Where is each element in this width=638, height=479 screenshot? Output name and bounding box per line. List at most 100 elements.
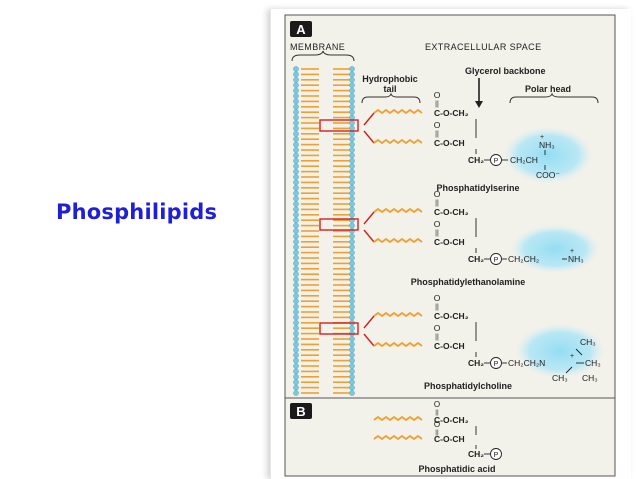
membrane-head-bead	[293, 282, 299, 288]
membrane-head-bead	[293, 287, 299, 294]
membrane-head-bead	[349, 93, 355, 99]
molecule-phosphatidylserine: O || C-O-CH₂ O || C-O-CH CH₂ P + NH₃ CH₂…	[363, 90, 592, 193]
double-bond-1b: ||	[435, 131, 439, 138]
double-bond-3b: ||	[435, 334, 439, 341]
membrane-head-bead	[349, 136, 355, 142]
membrane-head-bead	[349, 82, 355, 88]
membrane-head-bead	[293, 276, 299, 283]
membrane-head-bead	[349, 292, 355, 299]
polar-head-glow-serine	[504, 127, 592, 183]
fatty-acid-tail-3b	[373, 341, 423, 348]
membrane-head-bead	[293, 201, 299, 207]
membrane-head-bead	[349, 271, 355, 278]
choline-bond-down	[565, 366, 573, 374]
phosphate-icon-4	[490, 448, 502, 460]
membrane-head-bead	[349, 233, 355, 240]
membrane-head-bead	[293, 352, 299, 359]
membrane-head-bead	[349, 287, 355, 294]
phosphate-icon-2	[490, 253, 502, 265]
glycerol-arrow-head	[475, 101, 483, 108]
membrane-head-bead	[293, 184, 299, 191]
membrane-head-bead	[293, 141, 299, 148]
membrane-head-bead	[349, 179, 355, 186]
panel-a-badge-label: A	[296, 22, 306, 37]
membrane-head-bead	[349, 282, 355, 288]
fatty-acid-tail-1a	[373, 108, 423, 115]
membrane-head-bead	[293, 292, 299, 299]
membrane-head-bead	[293, 152, 299, 159]
fatty-acid-tail-4a	[373, 415, 423, 422]
double-bond-3a: ||	[435, 304, 439, 311]
ester-mid-1: C-O-CH	[434, 138, 465, 148]
membrane-head-bead	[293, 77, 299, 83]
membrane-head-bead	[293, 163, 299, 169]
membrane-head-bead	[293, 271, 299, 278]
double-bond-4a: ||	[435, 409, 439, 416]
panel-b-frame	[284, 397, 616, 477]
membrane-head-bead	[293, 314, 299, 321]
membrane-head-bead	[293, 131, 299, 137]
membrane-head-bead	[293, 390, 299, 396]
membrane-head-bead	[293, 265, 299, 272]
membrane-head-bead	[293, 233, 299, 240]
molecule-phosphatidylcholine: O || C-O-CH₂ O || C-O-CH CH₂ P CH₃ CH₂CH…	[363, 293, 604, 391]
membrane-head-bead	[349, 77, 355, 83]
double-bond-2a: ||	[435, 200, 439, 207]
membrane-head-bead	[349, 303, 355, 310]
fatty-acid-tail-2a	[373, 207, 423, 214]
phosphate-symbol-4: P	[494, 452, 499, 459]
fatty-acid-tail-2b	[373, 237, 423, 244]
membrane-head-bead	[349, 238, 355, 245]
membrane-head-bead	[349, 190, 355, 196]
slide-title: Phosphilipids	[56, 200, 218, 224]
membrane-head-bead	[349, 152, 355, 159]
molecule-name-phosphatidylcholine: Phosphatidylcholine	[424, 381, 512, 391]
membrane-head-bead	[349, 147, 355, 153]
membrane-head-bead	[293, 363, 299, 369]
membrane-head-bead	[293, 303, 299, 310]
carbonyl-o-1a: O	[434, 90, 441, 100]
membrane-head-bead	[293, 368, 299, 375]
membrane-head-bead	[293, 249, 299, 256]
hydrophobic-tail-label-line2: tail	[383, 84, 396, 94]
molecule-name-phosphatidylserine: Phosphatidylserine	[436, 183, 519, 193]
membrane-head-bead	[349, 168, 355, 175]
carbonyl-o-2b: O	[434, 219, 441, 229]
membrane-head-bead	[349, 66, 355, 72]
panel-b-badge	[290, 403, 312, 419]
membrane-head-bead	[293, 298, 299, 305]
membrane-head-bead	[349, 184, 355, 191]
membrane-head-bead	[293, 206, 299, 213]
molecule-phosphatidic-acid: O || C-O-CH₂ O || C-O-CH CH₂ P Phosphati…	[373, 400, 502, 474]
membrane-head-bead	[349, 201, 355, 207]
carbonyl-o-1b: O	[434, 120, 441, 130]
membrane-head-bead	[293, 228, 299, 234]
membrane-head-bead	[349, 352, 355, 359]
membrane-head-bead	[349, 390, 355, 396]
double-bond-4b: ||	[435, 429, 439, 436]
fatty-acid-tail-3a	[373, 311, 423, 318]
ch2-3: CH₂	[468, 358, 484, 368]
membrane-head-bead	[293, 195, 299, 202]
membrane-head-bead	[293, 379, 299, 386]
pointer-line-2a	[363, 211, 375, 225]
ester-mid-2: C-O-CH	[434, 237, 465, 247]
membrane-head-bead	[293, 98, 299, 105]
membrane-head-bead	[293, 357, 299, 364]
carbonyl-o-3b: O	[434, 323, 441, 333]
ch2-1: CH₂	[468, 155, 484, 165]
double-bond-2b: ||	[435, 230, 439, 237]
serine-ch2ch: CH₂CH	[510, 155, 538, 165]
membrane-head-bead	[293, 71, 299, 78]
membrane-head-bead	[349, 87, 355, 94]
molecule-name-phosphatidic-acid: Phosphatidic acid	[418, 464, 495, 474]
fatty-acid-tail-4b	[373, 434, 423, 441]
membrane-head-bead	[349, 260, 355, 267]
membrane-heads	[293, 66, 355, 396]
membrane-head-bead	[293, 157, 299, 164]
membrane-head-bead	[293, 384, 299, 391]
membrane-head-bead	[293, 255, 299, 261]
membrane-head-bead	[349, 206, 355, 213]
serine-plus: +	[540, 134, 544, 141]
ester-top-4: C-O-CH₂	[434, 415, 469, 425]
